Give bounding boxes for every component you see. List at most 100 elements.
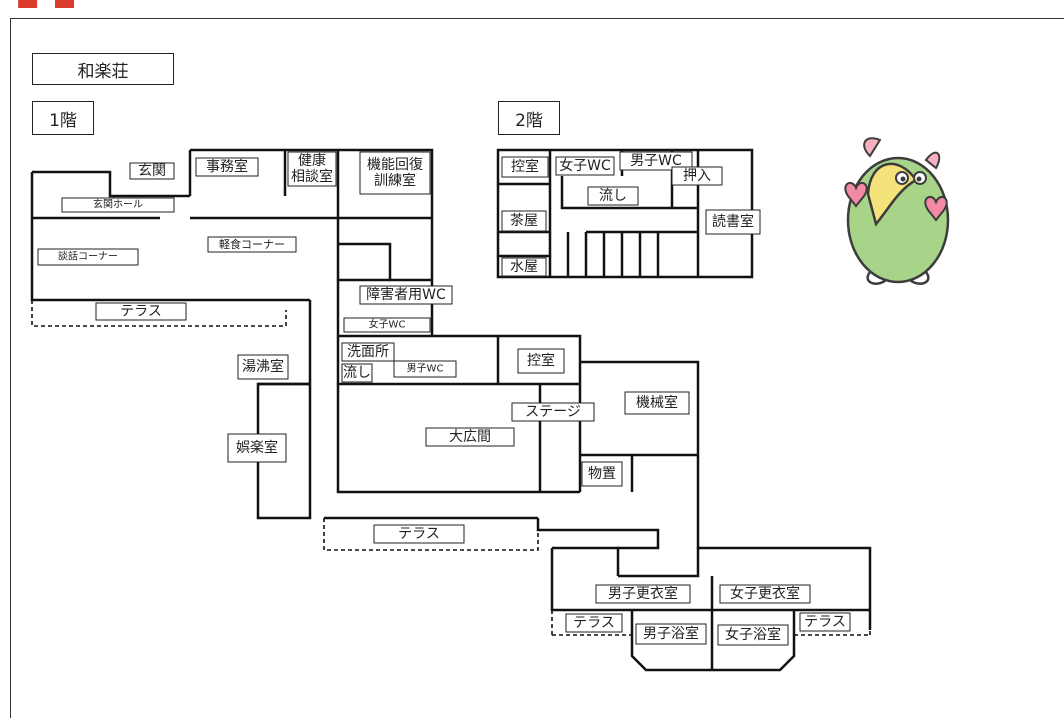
room-label-hikae1: 控室 [517, 348, 565, 374]
room-label-oshiire: 押入 [671, 166, 723, 186]
room-label-danwa: 談話コーナー [37, 248, 139, 266]
room-label-text: 談話コーナー [58, 250, 118, 263]
room-label-text: 男子浴室 [643, 625, 699, 642]
facility-name: 和楽荘 [32, 53, 174, 85]
room-label-box [719, 584, 811, 604]
room-label-text: 読書室 [712, 213, 754, 230]
room-label-text: 女子WC [559, 157, 611, 174]
room-label-box [237, 354, 289, 380]
walls-2f [496, 148, 754, 279]
room-label-text: 軽食コーナー [219, 237, 285, 251]
room-label-joshi-wc1: 女子WC [343, 317, 431, 333]
room-label-box [129, 162, 175, 180]
room-label-terrace3: テラス [565, 613, 623, 633]
room-label-box [671, 166, 723, 186]
rhino-mascot-icon [844, 137, 950, 285]
room-label-box [195, 157, 259, 177]
room-label-nagashi1: 流し [341, 363, 373, 383]
room-label-shougai-wc: 障害者用WC [359, 285, 453, 305]
room-label-box [799, 612, 851, 632]
floor-label-2f: 2階 [498, 101, 560, 135]
room-label-box [343, 317, 431, 333]
room-label-text: 洗面所 [347, 344, 389, 360]
room-label-text: 控室 [527, 352, 555, 369]
room-label-text: 娯楽室 [236, 439, 278, 456]
room-label-chaya: 茶屋 [501, 210, 547, 232]
room-label-text: 流し [599, 188, 627, 204]
room-label-text: 女子WC [369, 318, 406, 331]
room-label-box [61, 197, 175, 213]
room-label-box [635, 623, 707, 645]
room-label-dokusho: 読書室 [705, 209, 761, 235]
room-label-box [95, 302, 187, 321]
room-label-stage: ステージ [511, 402, 595, 422]
room-label-keishoku: 軽食コーナー [207, 236, 297, 253]
room-label-box [501, 210, 547, 232]
walls-1f-open [31, 300, 871, 636]
room-label-terrace2: テラス [373, 524, 465, 544]
room-label-text: ステージ [525, 404, 581, 420]
mascot-heart-left [844, 181, 868, 208]
room-label-danshi-koui: 男子更衣室 [595, 584, 691, 604]
room-labels: 玄関事務室健康相談室機能回復訓練室玄関ホール軽食コーナー談話コーナーテラス障害者… [37, 151, 851, 646]
room-label-box [717, 624, 789, 646]
room-label-text: 障害者用WC [366, 287, 446, 303]
room-label-text: 相談室 [291, 168, 333, 185]
room-label-box [705, 209, 761, 235]
room-label-text: 機能回復 [367, 156, 423, 173]
room-label-box [341, 363, 373, 383]
mascot-foot-right [909, 271, 930, 285]
room-label-text: 大広間 [449, 429, 491, 445]
room-label-box [511, 402, 595, 422]
room-label-box [619, 151, 693, 171]
room-label-text: 茶屋 [510, 213, 538, 229]
room-label-danshi-yoku: 男子浴室 [635, 623, 707, 645]
room-label-box [207, 236, 297, 253]
room-label-text: 流し [343, 365, 371, 381]
cropped-header-fragment: ▀▄▀▄ [0, 0, 74, 8]
room-label-text: 男子更衣室 [608, 585, 678, 602]
room-label-text: 女子更衣室 [730, 585, 800, 602]
room-label-box [555, 156, 615, 176]
room-label-terrace1: テラス [95, 302, 187, 321]
room-label-text: 玄関ホール [93, 198, 143, 211]
room-label-box [393, 360, 457, 378]
room-label-danshi-wc2: 男子WC [619, 151, 693, 171]
room-label-genkan-hall: 玄関ホール [61, 197, 175, 213]
room-label-text: 物置 [588, 466, 616, 482]
room-label-text: 健康 [298, 152, 326, 169]
floor-label-1f: 1階 [32, 101, 94, 135]
room-label-box [565, 613, 623, 633]
room-label-box [624, 391, 690, 415]
room-label-box [581, 461, 623, 487]
room-label-senmenjo: 洗面所 [341, 342, 395, 362]
room-label-mizuya: 水屋 [501, 257, 547, 277]
room-label-box [227, 433, 287, 463]
room-label-ohiroma: 大広間 [425, 427, 515, 447]
room-label-hikae2: 控室 [501, 156, 549, 178]
room-label-text: 湯沸室 [242, 358, 284, 375]
room-label-text: テラス [120, 304, 162, 320]
room-label-monooki: 物置 [581, 461, 623, 487]
mascot-heart-right [924, 195, 948, 222]
room-label-box [425, 427, 515, 447]
room-label-kikai: 機械室 [624, 391, 690, 415]
room-label-box [595, 584, 691, 604]
room-label-genkan: 玄関 [129, 162, 175, 180]
room-label-danshi-wc1: 男子WC [393, 360, 457, 378]
room-label-text: 男子WC [630, 153, 682, 169]
room-label-text: 控室 [511, 158, 539, 175]
mascot-ear-left [863, 137, 882, 158]
room-label-box [501, 156, 549, 178]
room-label-box [359, 285, 453, 305]
room-label-box [587, 186, 639, 206]
room-label-box [359, 151, 431, 195]
room-label-yuwakashi: 湯沸室 [237, 354, 289, 380]
room-label-box [37, 248, 139, 266]
room-label-joshi-koui: 女子更衣室 [719, 584, 811, 604]
room-label-text: テラス [398, 526, 440, 542]
